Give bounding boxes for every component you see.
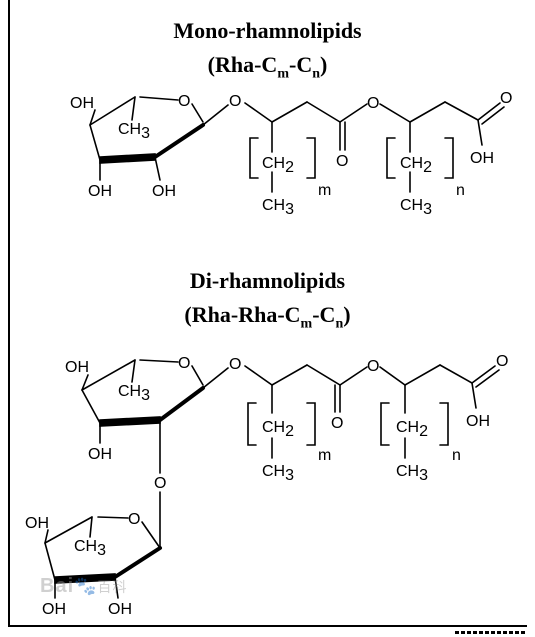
- watermark: Bai🐾百科: [40, 575, 128, 597]
- atom-ch3: CH3: [74, 538, 106, 559]
- atom-oh: OH: [470, 150, 494, 167]
- atom-o: O: [229, 93, 241, 110]
- atom-o: O: [229, 356, 241, 373]
- mono-formula: (Rha-Cm-Cn): [207, 52, 328, 82]
- di-atom-labels: OH O CH3 OH O O O OH CH3 OH OH O O O OH …: [25, 353, 508, 618]
- atom-ch3: CH3: [262, 463, 294, 484]
- atom-o: O: [154, 475, 166, 492]
- atom-oh: OH: [42, 601, 66, 618]
- atom-o: O: [178, 355, 190, 372]
- atom-o: O: [367, 358, 379, 375]
- frame-bottom-border: [8, 625, 527, 627]
- atom-oh: OH: [88, 446, 112, 463]
- atom-o: O: [178, 93, 190, 110]
- atom-oh: OH: [152, 183, 176, 200]
- di-title: Di-rhamnolipids: [189, 268, 346, 293]
- atom-oh: OH: [88, 183, 112, 200]
- atom-ch2: CH2: [400, 155, 432, 176]
- di-lipid-chain: [244, 364, 500, 459]
- atom-o: O: [336, 153, 348, 170]
- atom-ch3: CH3: [396, 463, 428, 484]
- atom-ch3: CH3: [118, 121, 150, 142]
- subscript-m: m: [318, 182, 331, 199]
- mono-rhamnose-ring: [89, 96, 229, 181]
- di-rhamnose-ring-1: [81, 359, 229, 549]
- subscript-m: m: [318, 447, 331, 464]
- mono-atom-labels: OH O CH3 OH OH O O O O OH CH2 CH3 m CH2 …: [70, 90, 512, 218]
- atom-ch3: CH3: [262, 197, 294, 218]
- atom-oh: OH: [70, 95, 94, 112]
- atom-ch2: CH2: [262, 419, 294, 440]
- atom-ch3: CH3: [400, 197, 432, 218]
- atom-o: O: [331, 415, 343, 432]
- di-rhamnose-ring-2: [44, 516, 162, 599]
- di-formula: (Rha-Rha-Cm-Cn): [184, 302, 351, 332]
- atom-oh: OH: [65, 359, 89, 376]
- atom-o: O: [367, 95, 379, 112]
- atom-oh: OH: [466, 413, 490, 430]
- atom-o: O: [496, 353, 508, 370]
- frame-left-border: [8, 0, 10, 627]
- atom-oh: OH: [25, 515, 49, 532]
- subscript-n: n: [456, 182, 465, 199]
- atom-oh: OH: [108, 601, 132, 618]
- atom-ch2: CH2: [262, 155, 294, 176]
- atom-ch3: CH3: [118, 383, 150, 404]
- atom-o: O: [500, 90, 512, 107]
- atom-o: O: [128, 511, 140, 528]
- atom-ch2: CH2: [396, 419, 428, 440]
- frame-dotted-tail: [455, 631, 527, 634]
- mono-lipid-chain: [244, 101, 505, 193]
- mono-title: Mono-rhamnolipids: [173, 18, 362, 43]
- subscript-n: n: [452, 447, 461, 464]
